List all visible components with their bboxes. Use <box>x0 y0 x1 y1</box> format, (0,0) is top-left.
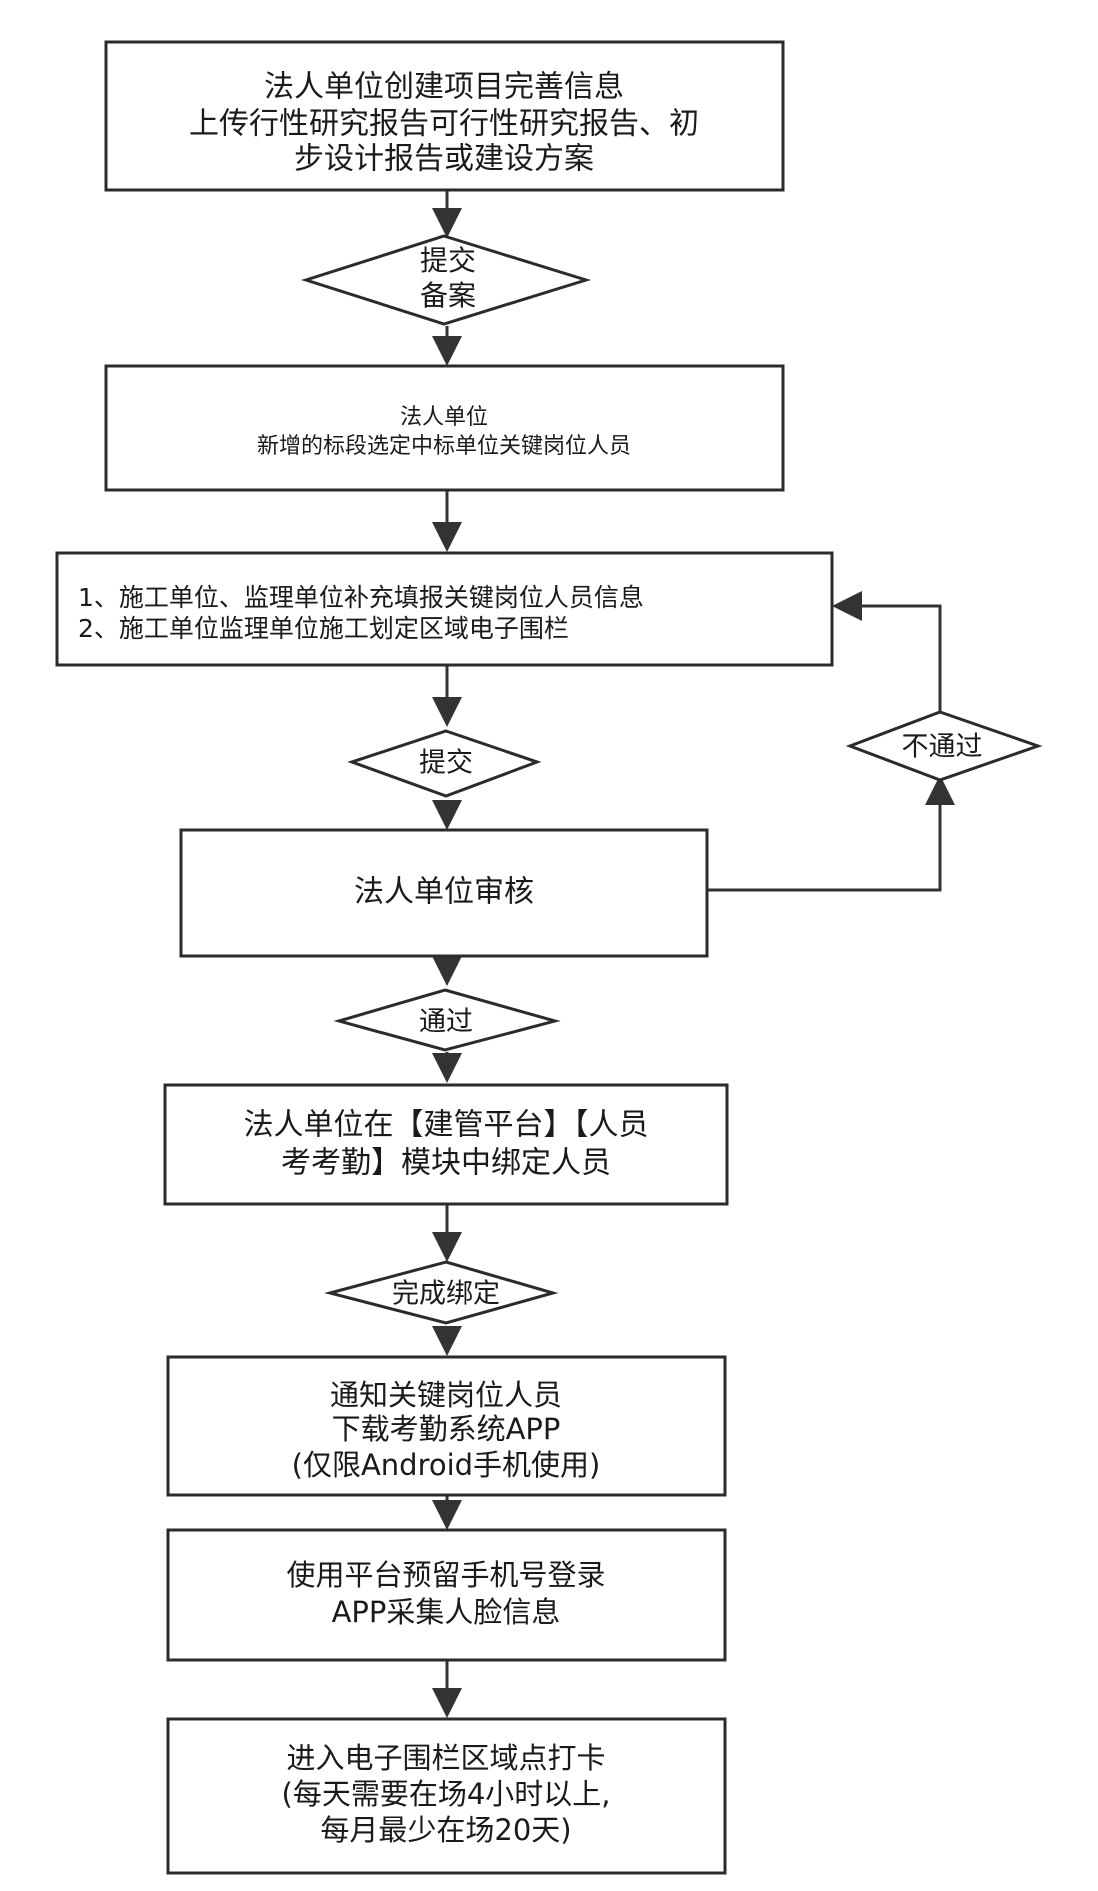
step4-label: 法人单位审核 <box>354 875 534 910</box>
submit-record-line-1: 提交 <box>420 244 476 277</box>
step1-line-3: 步设计报告或建设方案 <box>294 142 594 177</box>
step2-line-2: 新增的标段选定中标单位关键岗位人员 <box>257 434 631 459</box>
pass-label: 通过 <box>419 1007 473 1038</box>
bind-done-label: 完成绑定 <box>392 1279 500 1310</box>
process-box-step4: 法人单位审核 <box>179 828 709 958</box>
decision-pass: 通过 <box>333 988 561 1052</box>
process-box-step1: 法人单位创建项目完善信息 上传行性研究报告可行性研究报告、初 步设计报告或建设方… <box>104 40 785 192</box>
step3-line-1: 1、施工单位、监理单位补充填报关键岗位人员信息 <box>78 583 644 612</box>
submit-record-line-2: 备案 <box>420 279 476 312</box>
step2-line-1: 法人单位 <box>400 405 488 430</box>
step6-line-1: 通知关键岗位人员 <box>330 1378 562 1412</box>
connectors <box>432 190 955 1718</box>
process-box-step8: 进入电子围栏区域点打卡 (每天需要在场4小时以上, 每月最少在场20天) <box>166 1717 727 1875</box>
edge-step4-to-not-pass <box>707 775 955 892</box>
step7-line-2: APP采集人脸信息 <box>332 1595 561 1629</box>
process-box-step6: 通知关键岗位人员 下载考勤系统APP (仅限Android手机使用) <box>166 1355 727 1497</box>
step8-line-2: (每天需要在场4小时以上, <box>282 1777 611 1811</box>
process-box-step2: 法人单位 新增的标段选定中标单位关键岗位人员 <box>104 364 785 492</box>
step1-line-2: 上传行性研究报告可行性研究报告、初 <box>189 107 699 142</box>
step8-line-1: 进入电子围栏区域点打卡 <box>286 1741 605 1775</box>
step5-line-2: 考考勤】模块中绑定人员 <box>281 1146 611 1181</box>
step6-line-3: (仅限Android手机使用) <box>292 1448 601 1482</box>
step6-line-2: 下载考勤系统APP <box>332 1412 561 1446</box>
step7-line-1: 使用平台预留手机号登录 <box>286 1558 605 1592</box>
step5-line-1: 法人单位在【建管平台】【人员 <box>244 1108 649 1143</box>
decision-bind-done: 完成绑定 <box>324 1260 559 1325</box>
step8-line-3: 每月最少在场20天) <box>320 1813 571 1847</box>
edge-not-pass-to-step3 <box>832 591 942 711</box>
process-box-step7: 使用平台预留手机号登录 APP采集人脸信息 <box>166 1528 727 1662</box>
not-pass-label: 不通过 <box>902 732 983 763</box>
decision-submit: 提交 <box>347 729 542 798</box>
submit-label: 提交 <box>419 748 473 779</box>
decision-not-pass: 不通过 <box>845 710 1043 782</box>
step1-line-1: 法人单位创建项目完善信息 <box>264 70 624 105</box>
decision-submit-record: 提交 备案 <box>301 234 592 326</box>
process-box-step5: 法人单位在【建管平台】【人员 考考勤】模块中绑定人员 <box>163 1083 729 1206</box>
step3-line-2: 2、施工单位监理单位施工划定区域电子围栏 <box>78 614 569 643</box>
process-box-step3: 1、施工单位、监理单位补充填报关键岗位人员信息 2、施工单位监理单位施工划定区域… <box>55 551 834 667</box>
